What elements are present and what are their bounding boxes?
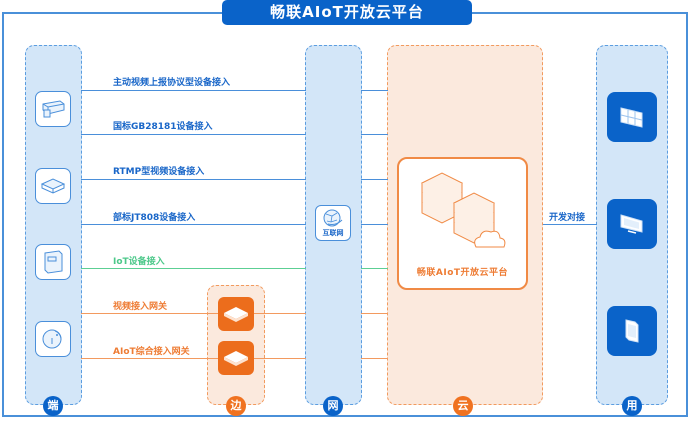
connection-line-5 <box>81 268 306 269</box>
globe-icon <box>323 209 343 227</box>
net-cloud-line-5 <box>361 268 388 269</box>
lock-device <box>35 321 71 357</box>
video-wall-icon <box>620 107 643 128</box>
connection-label-3: RTMP型视频设备接入 <box>113 167 205 177</box>
cloud-platform-label: 畅联AIoT开放云平台 <box>416 268 509 278</box>
integration-label: 开发对接 <box>549 213 586 223</box>
net-cloud-line-3 <box>361 179 388 180</box>
video-gateway <box>218 297 254 331</box>
connection-label-7: AIoT综合接入网关 <box>113 347 190 357</box>
connection-line-6 <box>81 313 306 314</box>
application-column-badge: 用 <box>622 396 642 416</box>
smart-lock-icon <box>42 329 62 349</box>
server-stack-icon <box>420 172 506 248</box>
net-cloud-line-6 <box>361 313 388 314</box>
net-cloud-line-7 <box>361 358 388 359</box>
internet-node: 互联网 <box>315 205 351 241</box>
connection-label-4: 部标JT808设备接入 <box>113 213 196 223</box>
device-column-badge: 端 <box>43 396 63 416</box>
integration-line <box>543 224 597 225</box>
camera-device <box>35 91 71 127</box>
cloud-column-badge: 云 <box>453 396 473 416</box>
connection-line-1 <box>81 90 306 91</box>
connection-label-1: 主动视频上报协议型设备接入 <box>113 78 231 88</box>
connection-line-2 <box>81 134 306 135</box>
net-cloud-line-4 <box>361 224 388 225</box>
connection-label-5: IoT设备接入 <box>113 257 165 267</box>
mobile-phone-icon <box>625 319 639 343</box>
meter-cabinet-icon <box>44 250 63 274</box>
connection-line-7 <box>81 358 306 359</box>
connection-line-3 <box>81 179 306 180</box>
internet-label: 互联网 <box>322 229 344 237</box>
edge-column-badge: 边 <box>226 396 246 416</box>
aiot-gateway-icon <box>224 351 248 366</box>
video-gateway-icon <box>224 307 248 322</box>
cloud-platform-box: 畅联AIoT开放云平台 <box>397 157 528 290</box>
connection-line-4 <box>81 224 306 225</box>
diagram-title: 畅联AIoT开放云平台 <box>222 0 472 25</box>
meter-device <box>35 244 71 280</box>
camera-icon <box>42 100 65 118</box>
connection-label-2: 国标GB28181设备接入 <box>113 122 213 132</box>
aiot-gateway <box>218 341 254 375</box>
net-cloud-line-2 <box>361 134 388 135</box>
monitor-app <box>607 199 657 249</box>
video-wall-app <box>607 92 657 142</box>
mobile-app <box>607 306 657 356</box>
nvr-device <box>35 168 71 204</box>
nvr-box-icon <box>40 178 66 194</box>
monitor-icon <box>620 214 643 234</box>
network-column-badge: 网 <box>323 396 343 416</box>
net-cloud-line-1 <box>361 90 388 91</box>
connection-label-6: 视频接入网关 <box>113 302 168 312</box>
